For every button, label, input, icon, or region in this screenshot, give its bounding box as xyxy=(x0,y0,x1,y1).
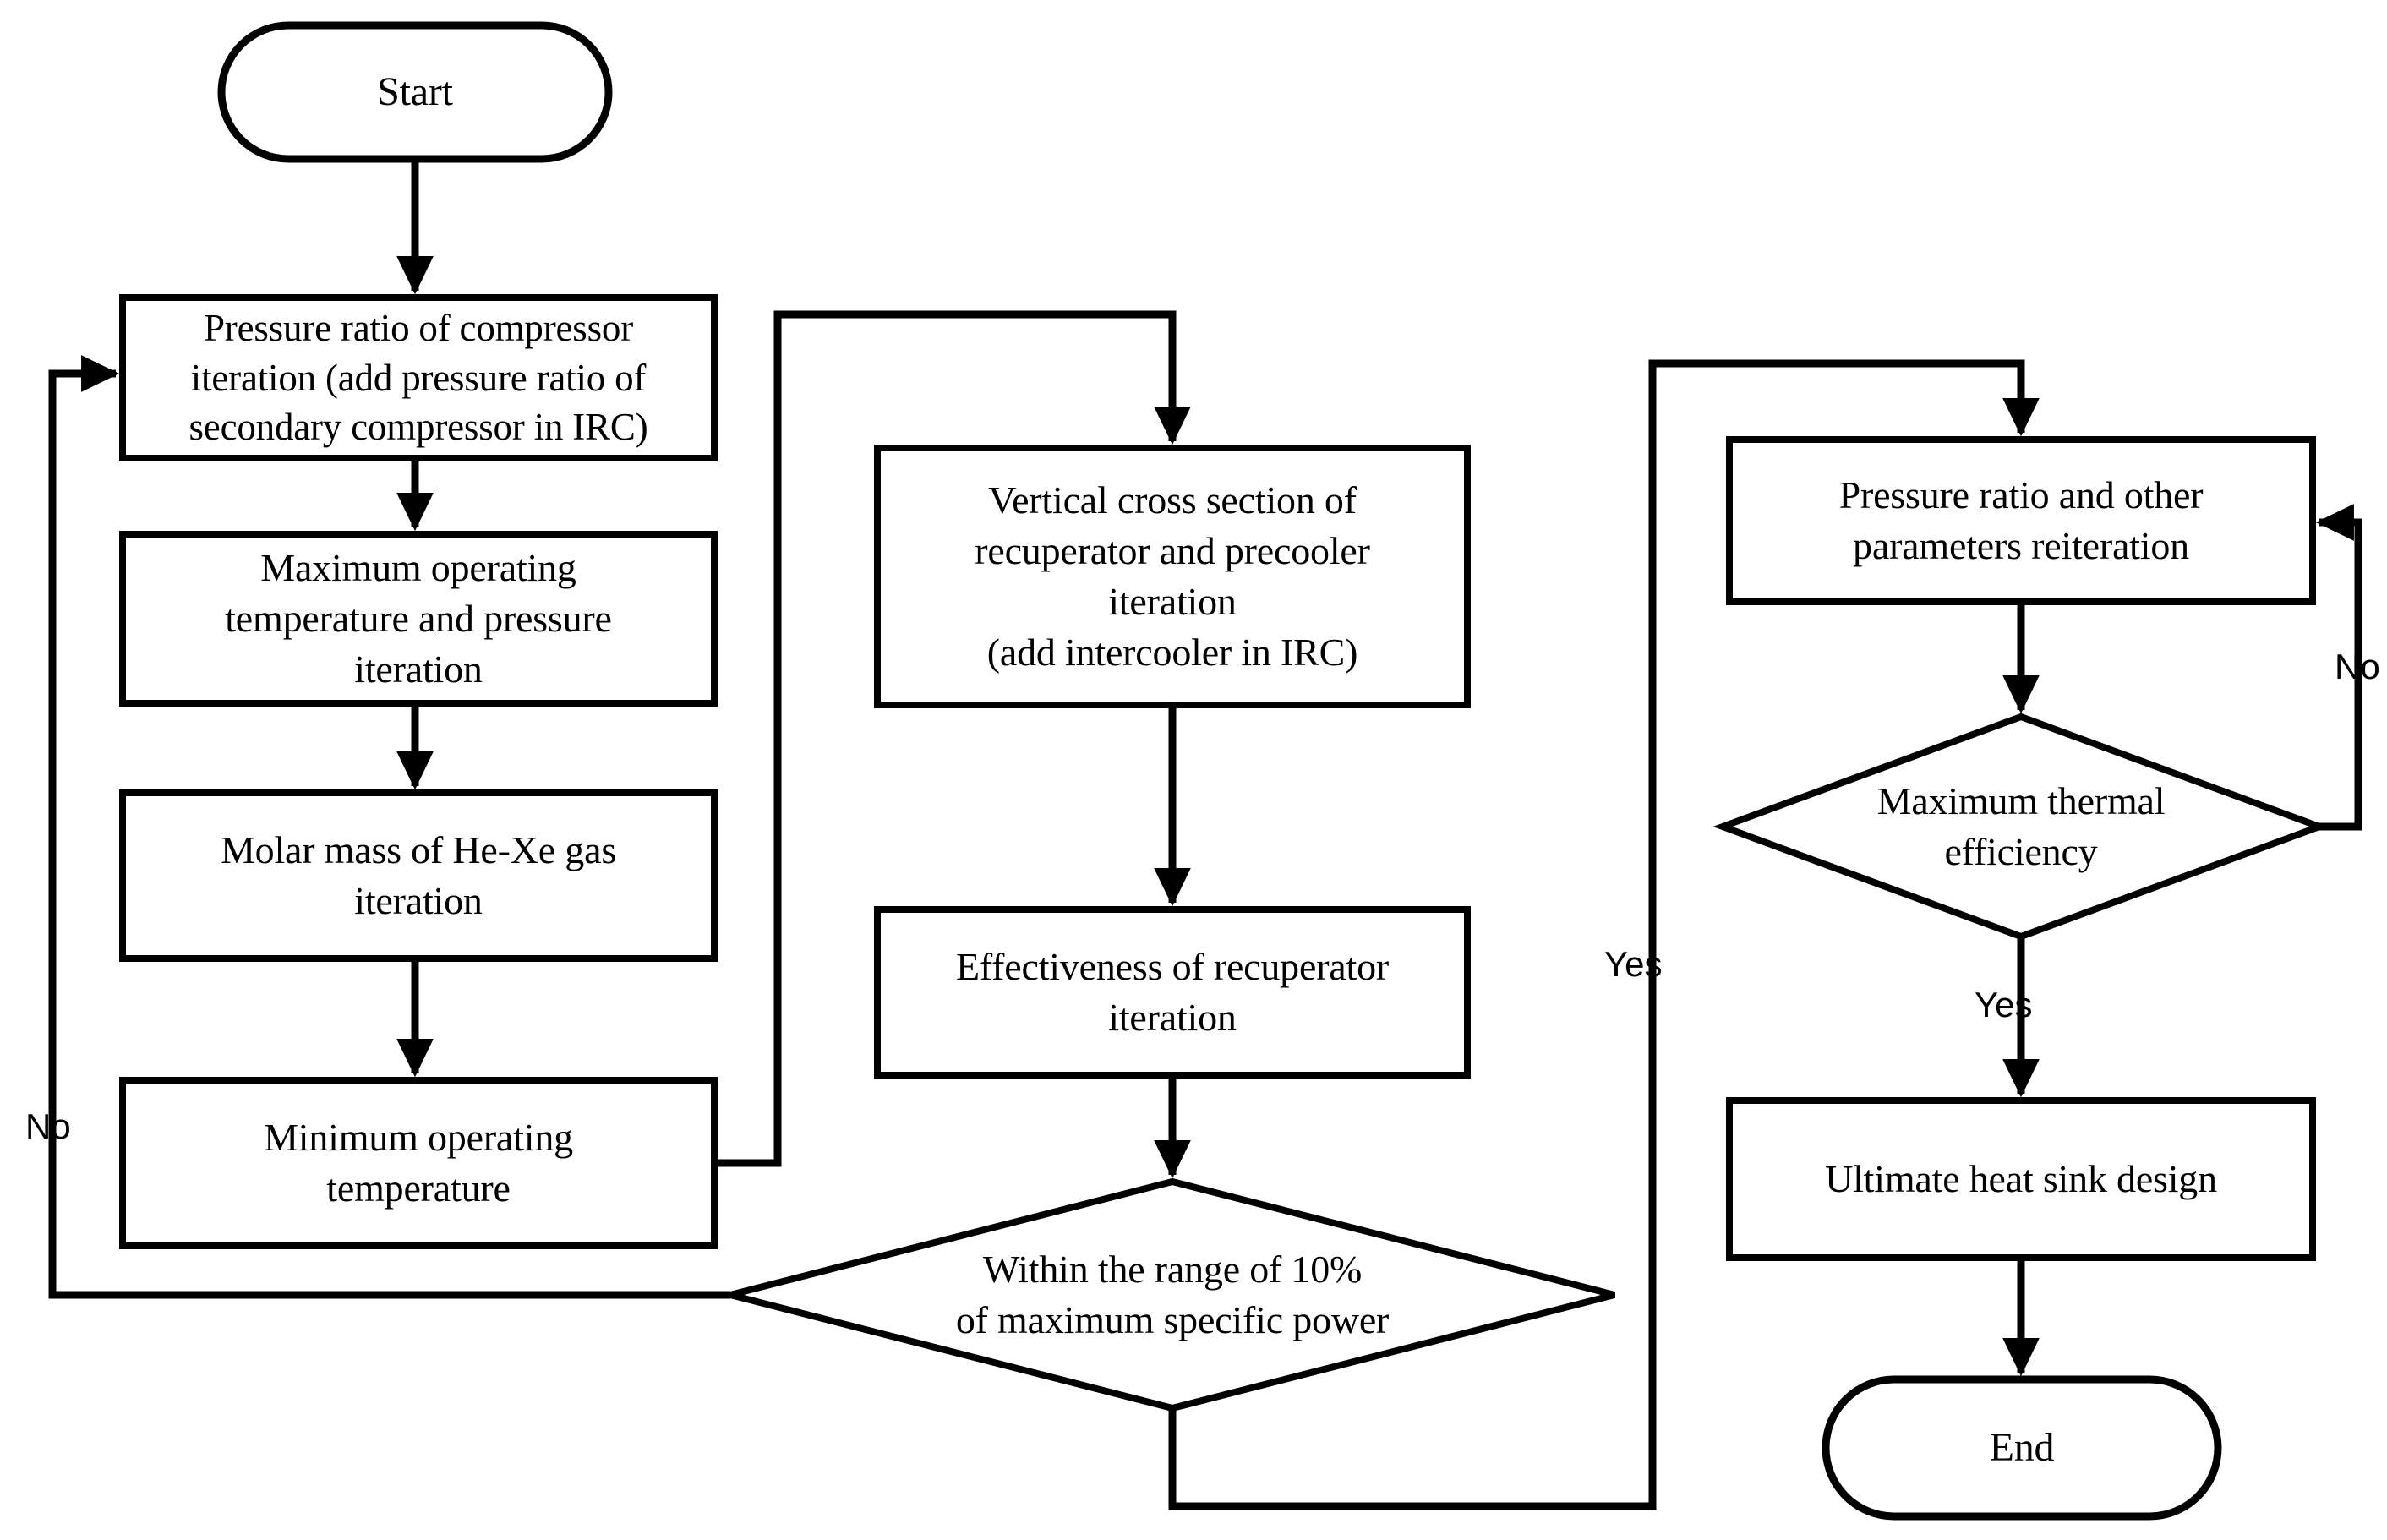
node-pr-other-shape xyxy=(1726,436,2316,605)
edge-label-no-right: No xyxy=(2335,647,2380,686)
edge-label-yes-middle: Yes xyxy=(1604,944,1663,984)
node-max-eff-shape xyxy=(1712,713,2330,941)
edge-within-range-yes-to-pr-other xyxy=(1168,359,2040,1510)
edge-within-range-no-to-pr-comp xyxy=(48,355,730,1299)
edge-label-no-left: No xyxy=(25,1106,71,1146)
edge-max-eff-no-to-pr-other xyxy=(2315,504,2362,831)
node-molar-mass-shape xyxy=(119,789,718,962)
node-within-range-shape xyxy=(729,1177,1615,1412)
node-effectiveness-shape xyxy=(874,906,1471,1079)
edge-label-yes-right: Yes xyxy=(1975,985,2033,1024)
node-pr-comp-shape xyxy=(119,294,718,461)
node-end-shape xyxy=(1822,1375,2222,1521)
node-max-temp-shape xyxy=(119,531,718,707)
node-min-temp-shape xyxy=(119,1077,718,1249)
node-vert-cross-shape xyxy=(874,445,1471,708)
node-start-shape xyxy=(217,21,613,163)
node-heat-sink-shape xyxy=(1726,1097,2316,1261)
edge-min-temp-to-vert-cross xyxy=(714,310,1191,1167)
